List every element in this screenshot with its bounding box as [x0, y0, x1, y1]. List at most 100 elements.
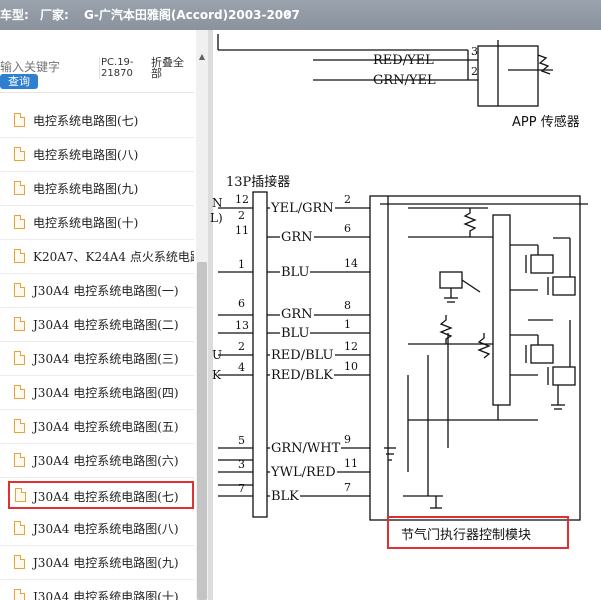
schematic-edge	[208, 30, 213, 600]
document-icon	[15, 488, 26, 502]
wire-pin-label: 1	[344, 318, 351, 331]
document-icon	[14, 283, 25, 297]
tree-item-label: J30A4 电控系统电路图(七)	[33, 490, 179, 504]
left-pin-7: 7	[238, 482, 245, 495]
left-pin-5: 5	[238, 434, 245, 447]
wire-pin-label: 14	[344, 257, 358, 270]
wire-label: YEL/GRN	[270, 201, 335, 216]
tree-item-label: J30A4 电控系统电路图(五)	[33, 420, 179, 434]
left-pin-4: 4	[238, 361, 245, 374]
tree-item[interactable]: 电控系统电路图(十)	[0, 206, 194, 240]
wire-label: BLK	[270, 489, 300, 504]
tree-item[interactable]: 电控系统电路图(九)	[0, 172, 194, 206]
pin-label-top-3: 3	[471, 45, 478, 58]
tree-item-label: J30A4 电控系统电路图(三)	[33, 352, 179, 366]
partial-label-3: K	[212, 368, 221, 382]
maker-value: G-广汽本田雅阁(Accord)2003-2007	[84, 8, 300, 22]
title-bar: 车型: 厂家: G-广汽本田雅阁(Accord)2003-2007 ×	[0, 0, 601, 30]
wire-label: RED/BLK	[270, 368, 334, 383]
document-icon	[14, 215, 25, 229]
left-pin-12: 12	[235, 193, 249, 206]
document-icon	[14, 589, 25, 600]
wire-label: YWL/RED	[270, 465, 337, 480]
sidebar-scrollbar[interactable]: ▲	[196, 30, 208, 600]
tree-item-label: J30A4 电控系统电路图(一)	[33, 284, 179, 298]
schematic-drawing	[217, 34, 588, 521]
wire-pin-label: 11	[344, 457, 358, 470]
tree-item[interactable]: 电控系统电路图(八)	[0, 138, 194, 172]
wire-pin-label: 6	[344, 222, 351, 235]
wire-label: GRN/WHT	[270, 441, 342, 456]
document-icon	[14, 521, 25, 535]
tree-item-label: 电控系统电路图(九)	[33, 182, 139, 196]
scroll-up-icon[interactable]: ▲	[198, 52, 206, 61]
partial-label-0: N	[212, 196, 223, 210]
document-icon	[14, 113, 25, 127]
tree-item[interactable]: J30A4 电控系统电路图(九)	[0, 546, 194, 580]
tree-item[interactable]: J30A4 电控系统电路图(三)	[0, 342, 194, 376]
tree-item-label: 电控系统电路图(七)	[33, 114, 139, 128]
connector-label: 13P插接器	[226, 175, 291, 190]
schematic-view: RED/YEL 3 GRN/YEL 2 APP 传感器 13P插接器 N L) …	[208, 30, 601, 600]
wire-label: GRN	[280, 307, 314, 322]
scrollbar-thumb[interactable]	[197, 262, 207, 600]
tree-item[interactable]: J30A4 电控系统电路图(六)	[0, 444, 194, 478]
doc-code: PC.19-21870	[99, 57, 143, 79]
wire-pin-label: 10	[344, 360, 358, 373]
search-button[interactable]: 查询	[0, 74, 38, 89]
tree-item-label: J30A4 电控系统电路图(十)	[33, 590, 179, 600]
wire-pin-label: 2	[344, 193, 351, 206]
tree-item[interactable]: K20A7、K24A4 点火系统电路	[0, 240, 194, 274]
document-icon	[14, 453, 25, 467]
wire-pin-label: 7	[344, 481, 351, 494]
left-pin-3: 3	[238, 458, 245, 471]
wire-label-red-yel: RED/YEL	[373, 53, 434, 68]
left-pin-6: 6	[238, 297, 245, 310]
wire-label: GRN	[280, 230, 314, 245]
tree-item[interactable]: J30A4 电控系统电路图(十)	[0, 580, 194, 600]
collapse-all-button[interactable]: 折叠全部	[151, 56, 184, 80]
left-pin-2a: 2	[238, 209, 245, 222]
tree-item[interactable]: J30A4 电控系统电路图(八)	[0, 512, 194, 546]
vehicle-label: 车型:	[0, 8, 29, 22]
pin-label-top-2: 2	[471, 65, 478, 78]
tree-item-label: J30A4 电控系统电路图(四)	[33, 386, 179, 400]
left-pin-13: 13	[235, 319, 249, 332]
document-icon	[14, 147, 25, 161]
tree-item[interactable]: J30A4 电控系统电路图(五)	[0, 410, 194, 444]
tree-item-label: J30A4 电控系统电路图(六)	[33, 454, 179, 468]
document-icon	[14, 181, 25, 195]
module-label: 节气门执行器控制模块	[401, 528, 532, 543]
document-icon	[14, 419, 25, 433]
tree-item-label: J30A4 电控系统电路图(八)	[33, 522, 179, 536]
wire-pin-label: 8	[344, 299, 351, 312]
partial-label-1: L)	[210, 211, 223, 225]
wire-label: BLU	[280, 265, 311, 280]
close-icon[interactable]: ×	[284, 9, 293, 20]
tree-item-label: J30A4 电控系统电路图(二)	[33, 318, 179, 332]
left-pin-2b: 2	[238, 340, 245, 353]
tree-item-label: 电控系统电路图(八)	[33, 148, 139, 162]
maker-label: 厂家:	[40, 8, 69, 22]
tree-item[interactable]: 电控系统电路图(七)	[0, 104, 194, 138]
tree-item[interactable]: J30A4 电控系统电路图(四)	[0, 376, 194, 410]
wire-label: BLU	[280, 326, 311, 341]
sidebar-divider	[0, 92, 194, 93]
search-input[interactable]	[0, 58, 68, 76]
document-icon	[14, 385, 25, 399]
tree-item-label: J30A4 电控系统电路图(九)	[33, 556, 179, 570]
tree-item[interactable]: J30A4 电控系统电路图(二)	[0, 308, 194, 342]
document-icon	[14, 351, 25, 365]
wire-pin-label: 12	[344, 340, 358, 353]
left-pin-1: 1	[238, 258, 245, 271]
tree-item-label: 电控系统电路图(十)	[33, 216, 139, 230]
wire-pin-label: 9	[344, 433, 351, 446]
left-pin-11: 11	[235, 224, 249, 237]
document-icon	[14, 317, 25, 331]
wire-label-grn-yel: GRN/YEL	[373, 73, 436, 88]
document-icon	[14, 555, 25, 569]
document-icon	[14, 249, 25, 263]
tree-item[interactable]: J30A4 电控系统电路图(七)	[8, 481, 194, 509]
partial-label-2: U	[212, 348, 223, 362]
tree-item[interactable]: J30A4 电控系统电路图(一)	[0, 274, 194, 308]
